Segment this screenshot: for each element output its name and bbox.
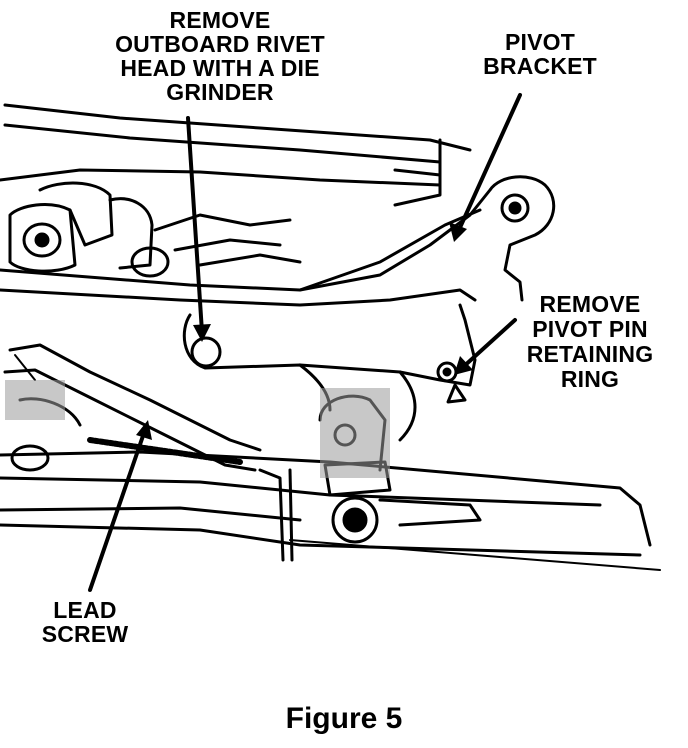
remove-pin-line-3: RETAINING xyxy=(526,341,654,367)
pivot-bracket-line-1: PIVOT xyxy=(504,29,575,55)
lead-screw-line-1: LEAD xyxy=(53,597,117,623)
remove-rivet-line-2: OUTBOARD RIVET xyxy=(115,31,325,57)
pivot-bracket-label: PIVOT BRACKET xyxy=(465,30,615,78)
remove-rivet-line-3: HEAD WITH A DIE xyxy=(120,55,320,81)
lead-screw-line-2: SCREW xyxy=(41,621,129,647)
remove-pin-label: REMOVE PIVOT PIN RETAINING RING xyxy=(505,292,675,392)
lead-screw-label: LEAD SCREW xyxy=(20,598,150,646)
arrowheads xyxy=(136,222,473,440)
remove-rivet-label: REMOVE OUTBOARD RIVET HEAD WITH A DIE GR… xyxy=(95,8,345,104)
lower-track xyxy=(0,450,661,571)
figure-caption: Figure 5 xyxy=(285,702,403,735)
remove-pin-line-2: PIVOT PIN xyxy=(532,316,648,342)
remove-pin-line-4: RING xyxy=(560,366,620,392)
leader-lines xyxy=(88,93,522,592)
upper-frame xyxy=(0,103,472,207)
lead-screw-shape xyxy=(3,343,262,472)
remove-pin-line-1: REMOVE xyxy=(539,291,641,317)
motor-housing xyxy=(8,181,302,278)
remove-rivet-line-1: REMOVE xyxy=(169,7,271,33)
pivot-bracket-line-2: BRACKET xyxy=(483,53,597,79)
shading xyxy=(5,380,390,478)
remove-rivet-line-4: GRINDER xyxy=(166,79,274,105)
